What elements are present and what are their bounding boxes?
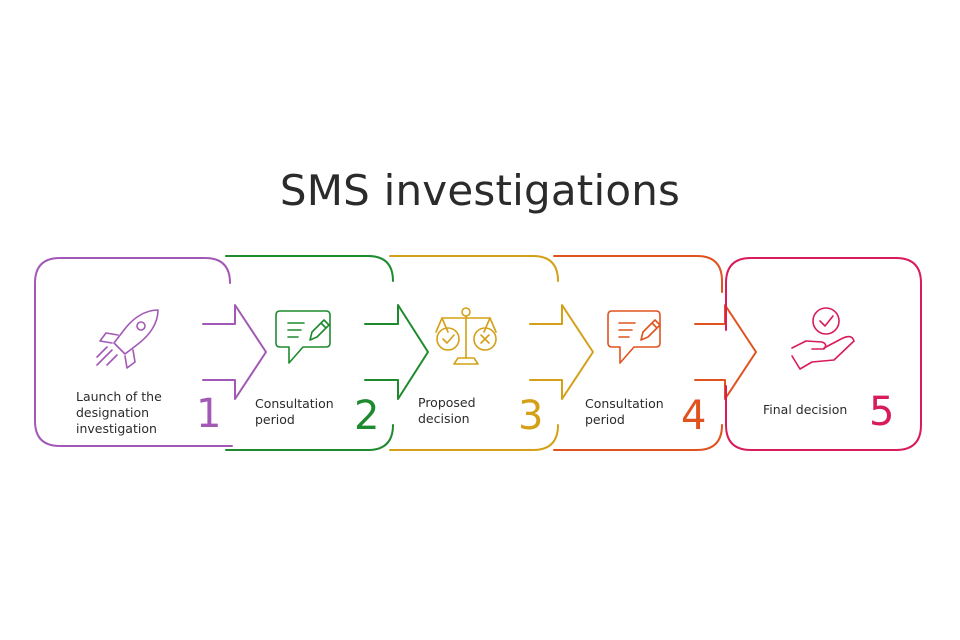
step-4-number: 4 <box>681 393 707 439</box>
speech-bubble-pen-icon <box>275 310 331 364</box>
step-2-frame <box>225 255 429 451</box>
hand-check-icon <box>791 307 855 370</box>
step-1-number: 1 <box>196 391 222 437</box>
step-2-number: 2 <box>354 393 380 439</box>
step-5-label: Final decision <box>763 402 848 417</box>
step-5-number: 5 <box>869 389 895 435</box>
balance-scale-icon <box>435 307 497 365</box>
step-3-number: 3 <box>518 393 544 439</box>
diagram-title: SMS investigations <box>279 166 681 215</box>
step-1-frame <box>34 257 267 447</box>
rocket-icon <box>96 309 159 369</box>
speech-bubble-pen-icon <box>607 310 661 364</box>
step-3-frame <box>389 255 594 451</box>
step-5-frame <box>725 257 922 451</box>
